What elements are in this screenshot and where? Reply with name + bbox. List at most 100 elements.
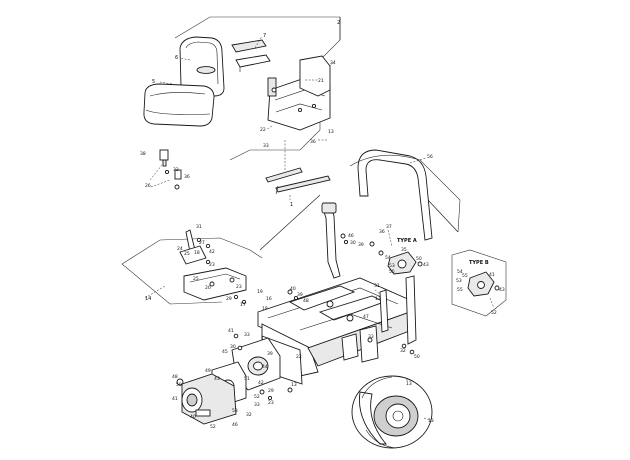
callout-35: 35 (401, 247, 407, 253)
seat-hinge-block (267, 77, 277, 97)
callout-32c: 32 (246, 412, 252, 418)
callout-53b: 53 (456, 278, 462, 284)
callout-52d: 52 (254, 394, 260, 400)
callout-48b: 48 (172, 374, 178, 380)
callout-33d: 33 (254, 402, 260, 408)
callout-18a: 18 (194, 250, 200, 256)
callout-30b: 30 (230, 344, 236, 350)
callout-24: 24 (177, 246, 183, 252)
callout-13b: 13 (375, 296, 381, 302)
callout-25: 25 (184, 251, 190, 257)
rops-roll-bar: 56 (349, 149, 461, 241)
callout-26: 26 (145, 183, 151, 189)
callout-55b: 55 (462, 273, 468, 279)
callout-21: 21 (318, 78, 324, 84)
callout-22: 22 (260, 127, 266, 133)
seat-mount-plate (267, 55, 331, 131)
callout-50a: 50 (416, 256, 422, 262)
callout-20: 20 (205, 285, 211, 291)
callout-43b: 43 (499, 287, 505, 293)
callout-12: 13 (406, 381, 412, 387)
callout-7: 7 (263, 33, 266, 39)
callout-22b: 22 (296, 354, 302, 360)
callout-23c: 23 (268, 400, 274, 406)
type-b-label: TYPE B (469, 260, 489, 266)
type-b-detail: TYPE B 54 55 53 41 55 43 52 (451, 249, 507, 317)
callout-16: 16 (266, 296, 272, 302)
callout-53c: 53 (232, 408, 238, 414)
callout-41c: 41 (172, 396, 178, 402)
callout-5: 5 (152, 79, 155, 85)
lift-lever: 46 30 (321, 202, 356, 279)
foot-plate (183, 267, 247, 301)
callout-45: 45 (222, 349, 228, 355)
callout-52b: 52 (491, 310, 497, 316)
callout-13a: 13 (328, 129, 334, 135)
callout-56: 56 (427, 154, 433, 160)
seat-assembly-group: 2 7 5 6 34 21 22 33 13 36 1 38 32 36 26 (140, 16, 341, 208)
callout-40a: 40 (290, 286, 296, 292)
callout-1: 1 (290, 202, 293, 208)
callout-13d: 13 (428, 418, 434, 424)
callout-40b: 40 (190, 414, 196, 420)
type-a-detail: TYPE A 37 36 39 35 54 53 55 50 43 52 (358, 224, 429, 298)
callout-52c: 52 (210, 424, 216, 430)
callout-32b: 32 (400, 348, 406, 354)
callout-33c: 33 (244, 332, 250, 338)
callout-3: 33 (263, 143, 269, 149)
callout-25b: 25 (193, 276, 199, 282)
callout-17: 17 (240, 302, 246, 308)
callout-30a: 30 (350, 240, 356, 246)
callout-33b: 33 (368, 334, 374, 340)
callout-32: 32 (173, 167, 179, 173)
callout-31b: 31 (374, 283, 380, 289)
motor-label (195, 409, 211, 417)
main-frame: 40 39 48 31 13 32 50 47 33 (257, 275, 420, 385)
callout-54a: 54 (385, 255, 391, 261)
callout-27: 27 (199, 240, 205, 246)
callout-50b: 50 (414, 354, 420, 360)
callout-23b: 23 (236, 284, 242, 290)
callout-43c: 43 (214, 376, 220, 382)
callout-55a: 55 (389, 269, 395, 275)
callout-37: 37 (386, 224, 392, 230)
callout-42b: 42 (258, 380, 264, 386)
callout-23a: 23 (209, 262, 215, 268)
callout-53a: 53 (389, 263, 395, 269)
callout-47: 47 (363, 314, 369, 320)
deck-lift-group: 14 31 27 24 25 18 42 23 25 20 23 29 17 1… (121, 194, 321, 312)
callout-31: 31 (196, 224, 202, 230)
front-bracket-assembly: 41 30 45 33 39 22 44 49 43 51 42 29 13 4… (172, 328, 302, 430)
callout-44: 44 (262, 364, 268, 370)
callout-2: 2 (337, 20, 340, 26)
callout-50c: 50 (176, 382, 182, 388)
callout-36c: 36 (379, 229, 385, 235)
callout-29: 29 (226, 296, 232, 302)
seat-cushion (143, 83, 215, 127)
callout-54b: 54 (457, 269, 463, 275)
callout-34: 34 (330, 60, 336, 66)
callout-43a: 43 (423, 262, 429, 268)
callout-55c: 55 (457, 287, 463, 293)
callout-29b: 29 (268, 388, 274, 394)
group-outline-14 (121, 237, 263, 265)
callout-39: 39 (358, 242, 364, 248)
callout-18b: 18 (262, 306, 268, 312)
callout-48: 48 (303, 298, 309, 304)
deck-lift-pivot (179, 245, 207, 265)
seat-bracket (231, 39, 271, 72)
lever-grip (321, 202, 337, 214)
callout-36a: 36 (310, 139, 316, 145)
callout-39c: 39 (267, 351, 273, 357)
type-a-label: TYPE A (397, 238, 417, 244)
callout-14: 14 (145, 296, 151, 302)
callout-46a: 46 (348, 233, 354, 239)
callout-19: 19 (257, 289, 263, 295)
callout-4: 41 (228, 328, 234, 334)
callout-6: 6 (175, 55, 178, 61)
seat-logo-badge (196, 66, 216, 74)
callout-13c: 13 (291, 382, 297, 388)
callout-49: 49 (205, 368, 211, 374)
callout-51: 51 (244, 376, 250, 382)
